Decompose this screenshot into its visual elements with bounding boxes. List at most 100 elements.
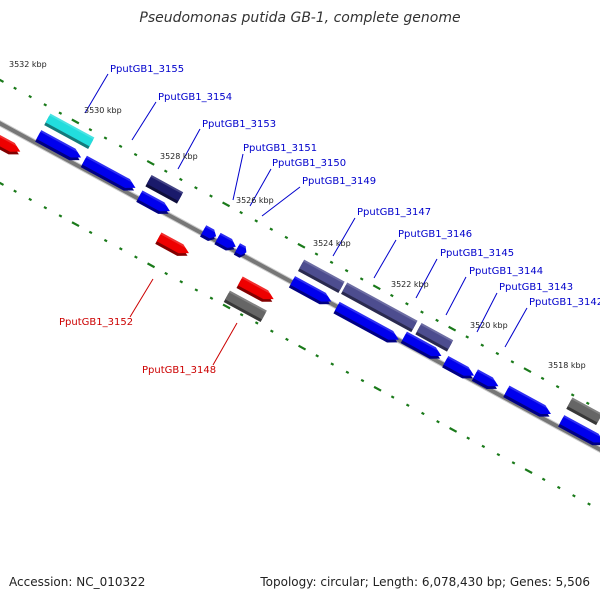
gene-pputgb1-3142[interactable]: [503, 385, 553, 421]
gene-label-pputgb1-3151[interactable]: PputGB1_3151: [243, 143, 317, 154]
tick-mark: [118, 247, 123, 251]
tick-mark: [587, 502, 591, 506]
label-leader-line: [504, 307, 528, 348]
gene-pputgb1-3151[interactable]: [200, 225, 219, 243]
tick-mark: [389, 293, 394, 298]
label-leader-line: [261, 186, 301, 217]
tick-mark: [540, 376, 545, 381]
tick-mark: [13, 189, 17, 193]
gene-label-pputgb1-3142[interactable]: PputGB1_3142: [529, 297, 600, 308]
gene-red-left[interactable]: [0, 133, 23, 159]
gene-pputgb1-3145[interactable]: [415, 323, 454, 352]
tick-mark: [405, 302, 409, 306]
tick-mark: [314, 252, 319, 256]
tick-mark: [71, 221, 80, 228]
tick-mark: [465, 335, 470, 339]
gene-blue-4[interactable]: [288, 276, 334, 308]
tick-mark: [570, 393, 575, 397]
tick-mark: [435, 318, 439, 323]
tick-mark: [28, 94, 32, 99]
gene-label-pputgb1-3153[interactable]: PputGB1_3153: [202, 119, 276, 130]
label-leader-line: [129, 278, 154, 318]
tick-mark: [43, 206, 48, 210]
tick-mark: [585, 401, 590, 405]
gene-pputgb1-3146[interactable]: [341, 282, 418, 333]
gene-pputgb1-3147[interactable]: [297, 259, 345, 294]
tick-mark: [297, 242, 306, 249]
tick-mark: [254, 321, 259, 325]
tick-mark: [345, 370, 350, 374]
gene-blue-3[interactable]: [136, 190, 172, 218]
tick-mark: [298, 344, 307, 351]
tick-mark: [58, 214, 63, 218]
tick-mark: [373, 385, 382, 392]
tick-mark: [58, 111, 63, 115]
kbp-label: 3518 kbp: [548, 361, 586, 370]
gene-label-pputgb1-3149[interactable]: PputGB1_3149: [302, 176, 376, 187]
gene-label-pputgb1-3148[interactable]: PputGB1_3148: [142, 365, 216, 376]
tick-mark: [344, 268, 349, 273]
tick-mark: [524, 468, 533, 474]
gene-red-mid[interactable]: [236, 276, 276, 307]
tick-mark: [285, 337, 289, 342]
tick-mark: [436, 420, 440, 424]
tick-mark: [511, 461, 516, 465]
tick-mark: [209, 296, 214, 300]
tick-mark: [510, 360, 515, 364]
gene-blue-5[interactable]: [333, 301, 401, 347]
kbp-label: 3524 kbp: [313, 239, 351, 248]
kbp-label: 3528 kbp: [160, 152, 198, 161]
gene-pputgb1-3155[interactable]: [44, 113, 95, 149]
gene-label-pputgb1-3145[interactable]: PputGB1_3145: [440, 248, 514, 259]
gene-pputgb1-3152[interactable]: [155, 232, 191, 260]
tick-mark: [254, 219, 259, 223]
label-leader-line: [131, 101, 157, 141]
gene-label-pputgb1-3143[interactable]: PputGB1_3143: [499, 282, 573, 293]
tick-mark: [405, 403, 410, 407]
gene-label-pputgb1-3147[interactable]: PputGB1_3147: [357, 207, 431, 218]
gene-blue-7[interactable]: [558, 415, 600, 449]
tick-mark: [88, 230, 93, 235]
tick-mark: [179, 177, 183, 182]
tick-layer: [0, 78, 591, 506]
tick-mark: [134, 255, 138, 259]
gene-pputgb1-3149[interactable]: [233, 243, 249, 259]
tick-mark: [555, 385, 560, 389]
tick-mark: [329, 260, 334, 265]
tick-mark: [523, 367, 532, 374]
label-leader-line: [232, 153, 244, 201]
gene-gray-right[interactable]: [566, 397, 600, 426]
gene-pputgb1-3143[interactable]: [471, 369, 501, 393]
kbp-label-layer: 3532 kbp 3530 kbp 3528 kbp 3526 kbp 3524…: [9, 60, 586, 370]
gene-label-pputgb1-3150[interactable]: PputGB1_3150: [272, 158, 346, 169]
gene-pputgb1-3154[interactable]: [35, 130, 83, 164]
tick-mark: [43, 103, 48, 107]
gene-pputgb1-3148[interactable]: [223, 290, 267, 323]
gene-pputgb1-3153[interactable]: [145, 175, 184, 204]
gene-pputgb1-3144[interactable]: [442, 355, 476, 383]
tick-mark: [88, 128, 93, 132]
gene-label-pputgb1-3154[interactable]: PputGB1_3154: [158, 92, 232, 103]
tick-mark: [239, 313, 244, 317]
gene-blue-2[interactable]: [80, 155, 138, 195]
tick-mark: [372, 284, 381, 291]
gene-blue-6[interactable]: [400, 331, 444, 363]
tick-mark: [222, 201, 231, 208]
tick-mark: [194, 186, 198, 190]
gene-label-pputgb1-3152[interactable]: PputGB1_3152: [59, 317, 133, 328]
gene-pputgb1-3150[interactable]: [214, 232, 238, 254]
tick-mark: [360, 378, 365, 383]
label-leader-line: [415, 258, 438, 299]
tick-mark: [330, 362, 335, 366]
label-leader-line: [249, 168, 272, 207]
tick-mark: [449, 427, 458, 433]
tick-mark: [103, 238, 108, 243]
label-leader-line: [373, 239, 397, 279]
kbp-label: 3530 kbp: [84, 106, 122, 115]
gene-label-pputgb1-3144[interactable]: PputGB1_3144: [469, 266, 543, 277]
tick-mark: [420, 310, 424, 314]
tick-mark: [390, 395, 395, 399]
tick-mark: [103, 136, 108, 140]
gene-label-pputgb1-3155[interactable]: PputGB1_3155: [110, 64, 184, 75]
gene-label-pputgb1-3146[interactable]: PputGB1_3146: [398, 229, 472, 240]
